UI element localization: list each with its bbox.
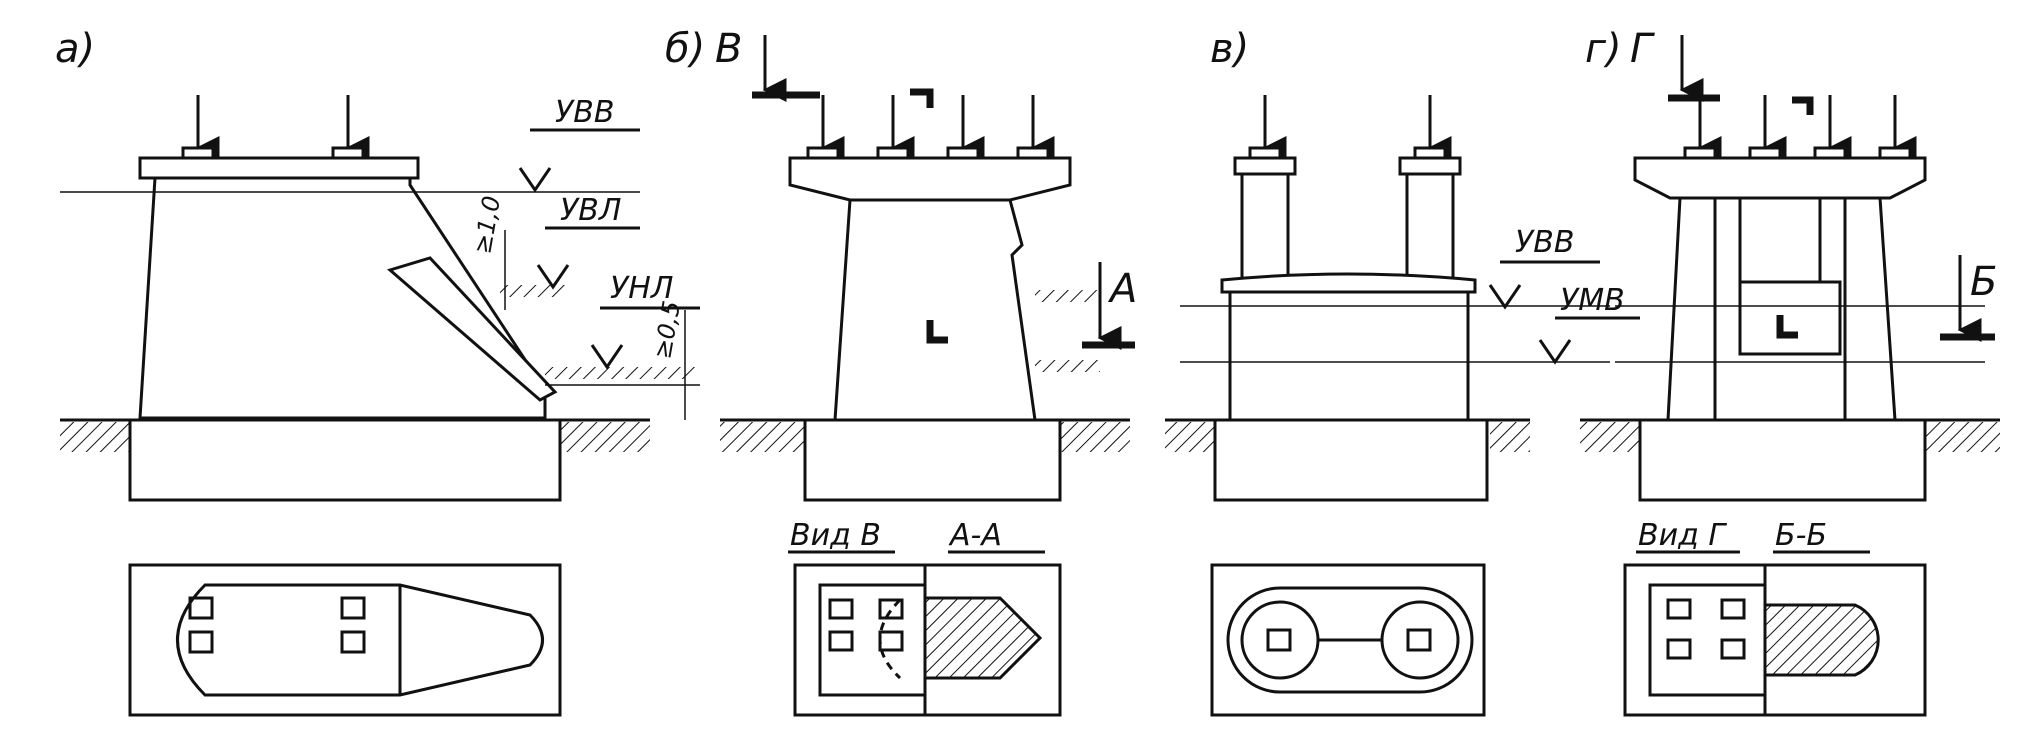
grillage	[1220, 272, 1477, 294]
column-cap	[1398, 156, 1462, 176]
plan-outline	[1210, 563, 1486, 717]
pier-inner-legs	[1713, 198, 1847, 420]
ice-layer	[1035, 360, 1100, 372]
plan-section-hatch	[1763, 603, 1880, 677]
soil-hatch	[560, 422, 650, 452]
bearing-plan	[1266, 628, 1292, 652]
view-caption-b: Вид В	[790, 518, 881, 553]
section-caption-b: Б-Б	[1775, 518, 1827, 553]
level-uvv: УВВ	[555, 95, 614, 130]
ice-cutter	[386, 256, 558, 402]
ice-layer	[545, 367, 695, 379]
pier-web-window	[1738, 280, 1842, 356]
bearing-plan	[828, 598, 854, 620]
bearing-plan	[1666, 598, 1692, 620]
column-cap	[1233, 156, 1297, 176]
bearing-plan	[188, 630, 214, 654]
soil-hatch	[720, 422, 805, 452]
section-corner	[1776, 315, 1798, 339]
bearing-plan	[878, 598, 904, 620]
level-uvl: УВЛ	[560, 193, 621, 228]
column	[1240, 172, 1290, 281]
panel-v-label: в)	[1210, 26, 1249, 72]
level-unl: УНЛ	[610, 271, 673, 306]
bearing-plan	[1720, 598, 1746, 620]
level-marker	[1538, 339, 1572, 365]
bearing-plan	[878, 630, 904, 652]
foundation	[1638, 418, 1927, 502]
level-uvv-v: УВВ	[1515, 225, 1574, 260]
soil-hatch	[1580, 422, 1640, 452]
panel-g: г) Г Б Вид Г Б-Б	[1580, 26, 2000, 717]
section-letter-b: Б	[1970, 259, 1997, 305]
plan-pier-shape	[176, 583, 544, 697]
column-plan	[1380, 600, 1460, 680]
pier-body	[138, 177, 547, 420]
foundation	[1213, 418, 1489, 502]
ice-layer	[500, 285, 565, 297]
section-letter-a: А	[1107, 266, 1137, 312]
foundation	[803, 418, 1062, 502]
bearing-plan	[340, 596, 366, 620]
plan-outline	[793, 563, 1062, 717]
bearing-plan	[1666, 638, 1692, 660]
plan-hidden-edge	[878, 598, 902, 680]
pier-lower-body	[1228, 290, 1470, 422]
panel-g-label: г)	[1585, 26, 1622, 72]
soil-hatch	[60, 422, 130, 452]
soil-hatch	[1925, 422, 2000, 452]
level-umv: УМВ	[1560, 283, 1625, 318]
view-letter-g: Г	[1630, 26, 1655, 72]
bearing-plan	[1406, 628, 1432, 652]
column-plan	[1240, 600, 1320, 680]
bearing-plan	[188, 596, 214, 620]
dim-1-0: ≥1,0	[468, 194, 506, 256]
plan-outline	[128, 563, 562, 717]
column	[1405, 172, 1455, 281]
plan-grillage	[1226, 586, 1474, 694]
soil-hatch	[1490, 422, 1530, 452]
bearing-plan	[340, 630, 366, 654]
section-corner	[1792, 96, 1814, 115]
section-corner	[910, 88, 934, 108]
soil-hatch	[1060, 422, 1130, 452]
soil-hatch	[1165, 422, 1215, 452]
level-marker	[536, 264, 570, 290]
pier-cap	[1633, 156, 1927, 200]
plan-outline	[1623, 563, 1927, 717]
panel-v: в) УВВ УМВ	[1165, 26, 1640, 717]
panel-b-label: б)	[665, 26, 705, 72]
pier-cap	[138, 156, 420, 180]
pier-legs	[1666, 197, 1897, 421]
level-marker	[1488, 284, 1522, 310]
pier-body	[833, 199, 1037, 421]
panel-a: а) УВВ УВЛ УНЛ ≥1,0	[55, 26, 700, 717]
pier-cap	[788, 156, 1072, 202]
level-marker	[518, 167, 552, 193]
bearing-plan	[1720, 638, 1746, 660]
level-marker	[590, 344, 624, 370]
foundation	[128, 418, 562, 502]
ice-layer	[1035, 290, 1100, 302]
panel-a-label: а)	[55, 26, 95, 72]
panel-b: б) В А Вид В А-А	[665, 26, 1137, 717]
section-corner	[926, 320, 948, 344]
bearing-plan	[828, 630, 854, 652]
view-letter-b: В	[715, 26, 742, 72]
view-caption-g: Вид Г	[1638, 518, 1727, 553]
plan-section-hatch	[923, 596, 1043, 680]
section-caption-a: А-А	[948, 518, 1002, 553]
